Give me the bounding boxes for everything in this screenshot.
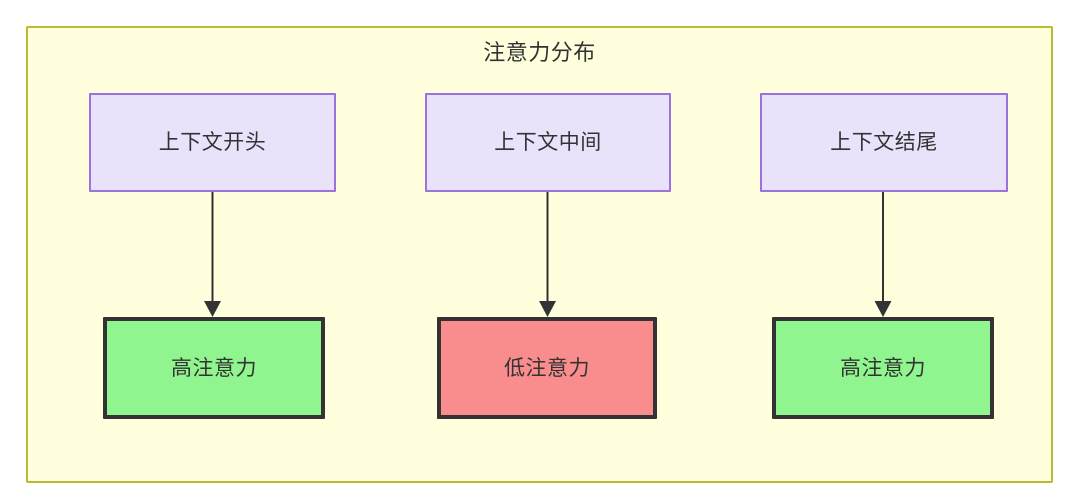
node-context-beginning[interactable]: 上下文开头: [89, 93, 336, 192]
node-high-attention-end[interactable]: 高注意力: [772, 317, 994, 419]
node-low-attention-middle[interactable]: 低注意力: [437, 317, 657, 419]
subgraph-title: 注意力分布: [483, 40, 596, 65]
node-context-end[interactable]: 上下文结尾: [760, 93, 1008, 192]
node-high-attention-beginning[interactable]: 高注意力: [103, 317, 325, 419]
node-context-middle[interactable]: 上下文中间: [425, 93, 671, 192]
